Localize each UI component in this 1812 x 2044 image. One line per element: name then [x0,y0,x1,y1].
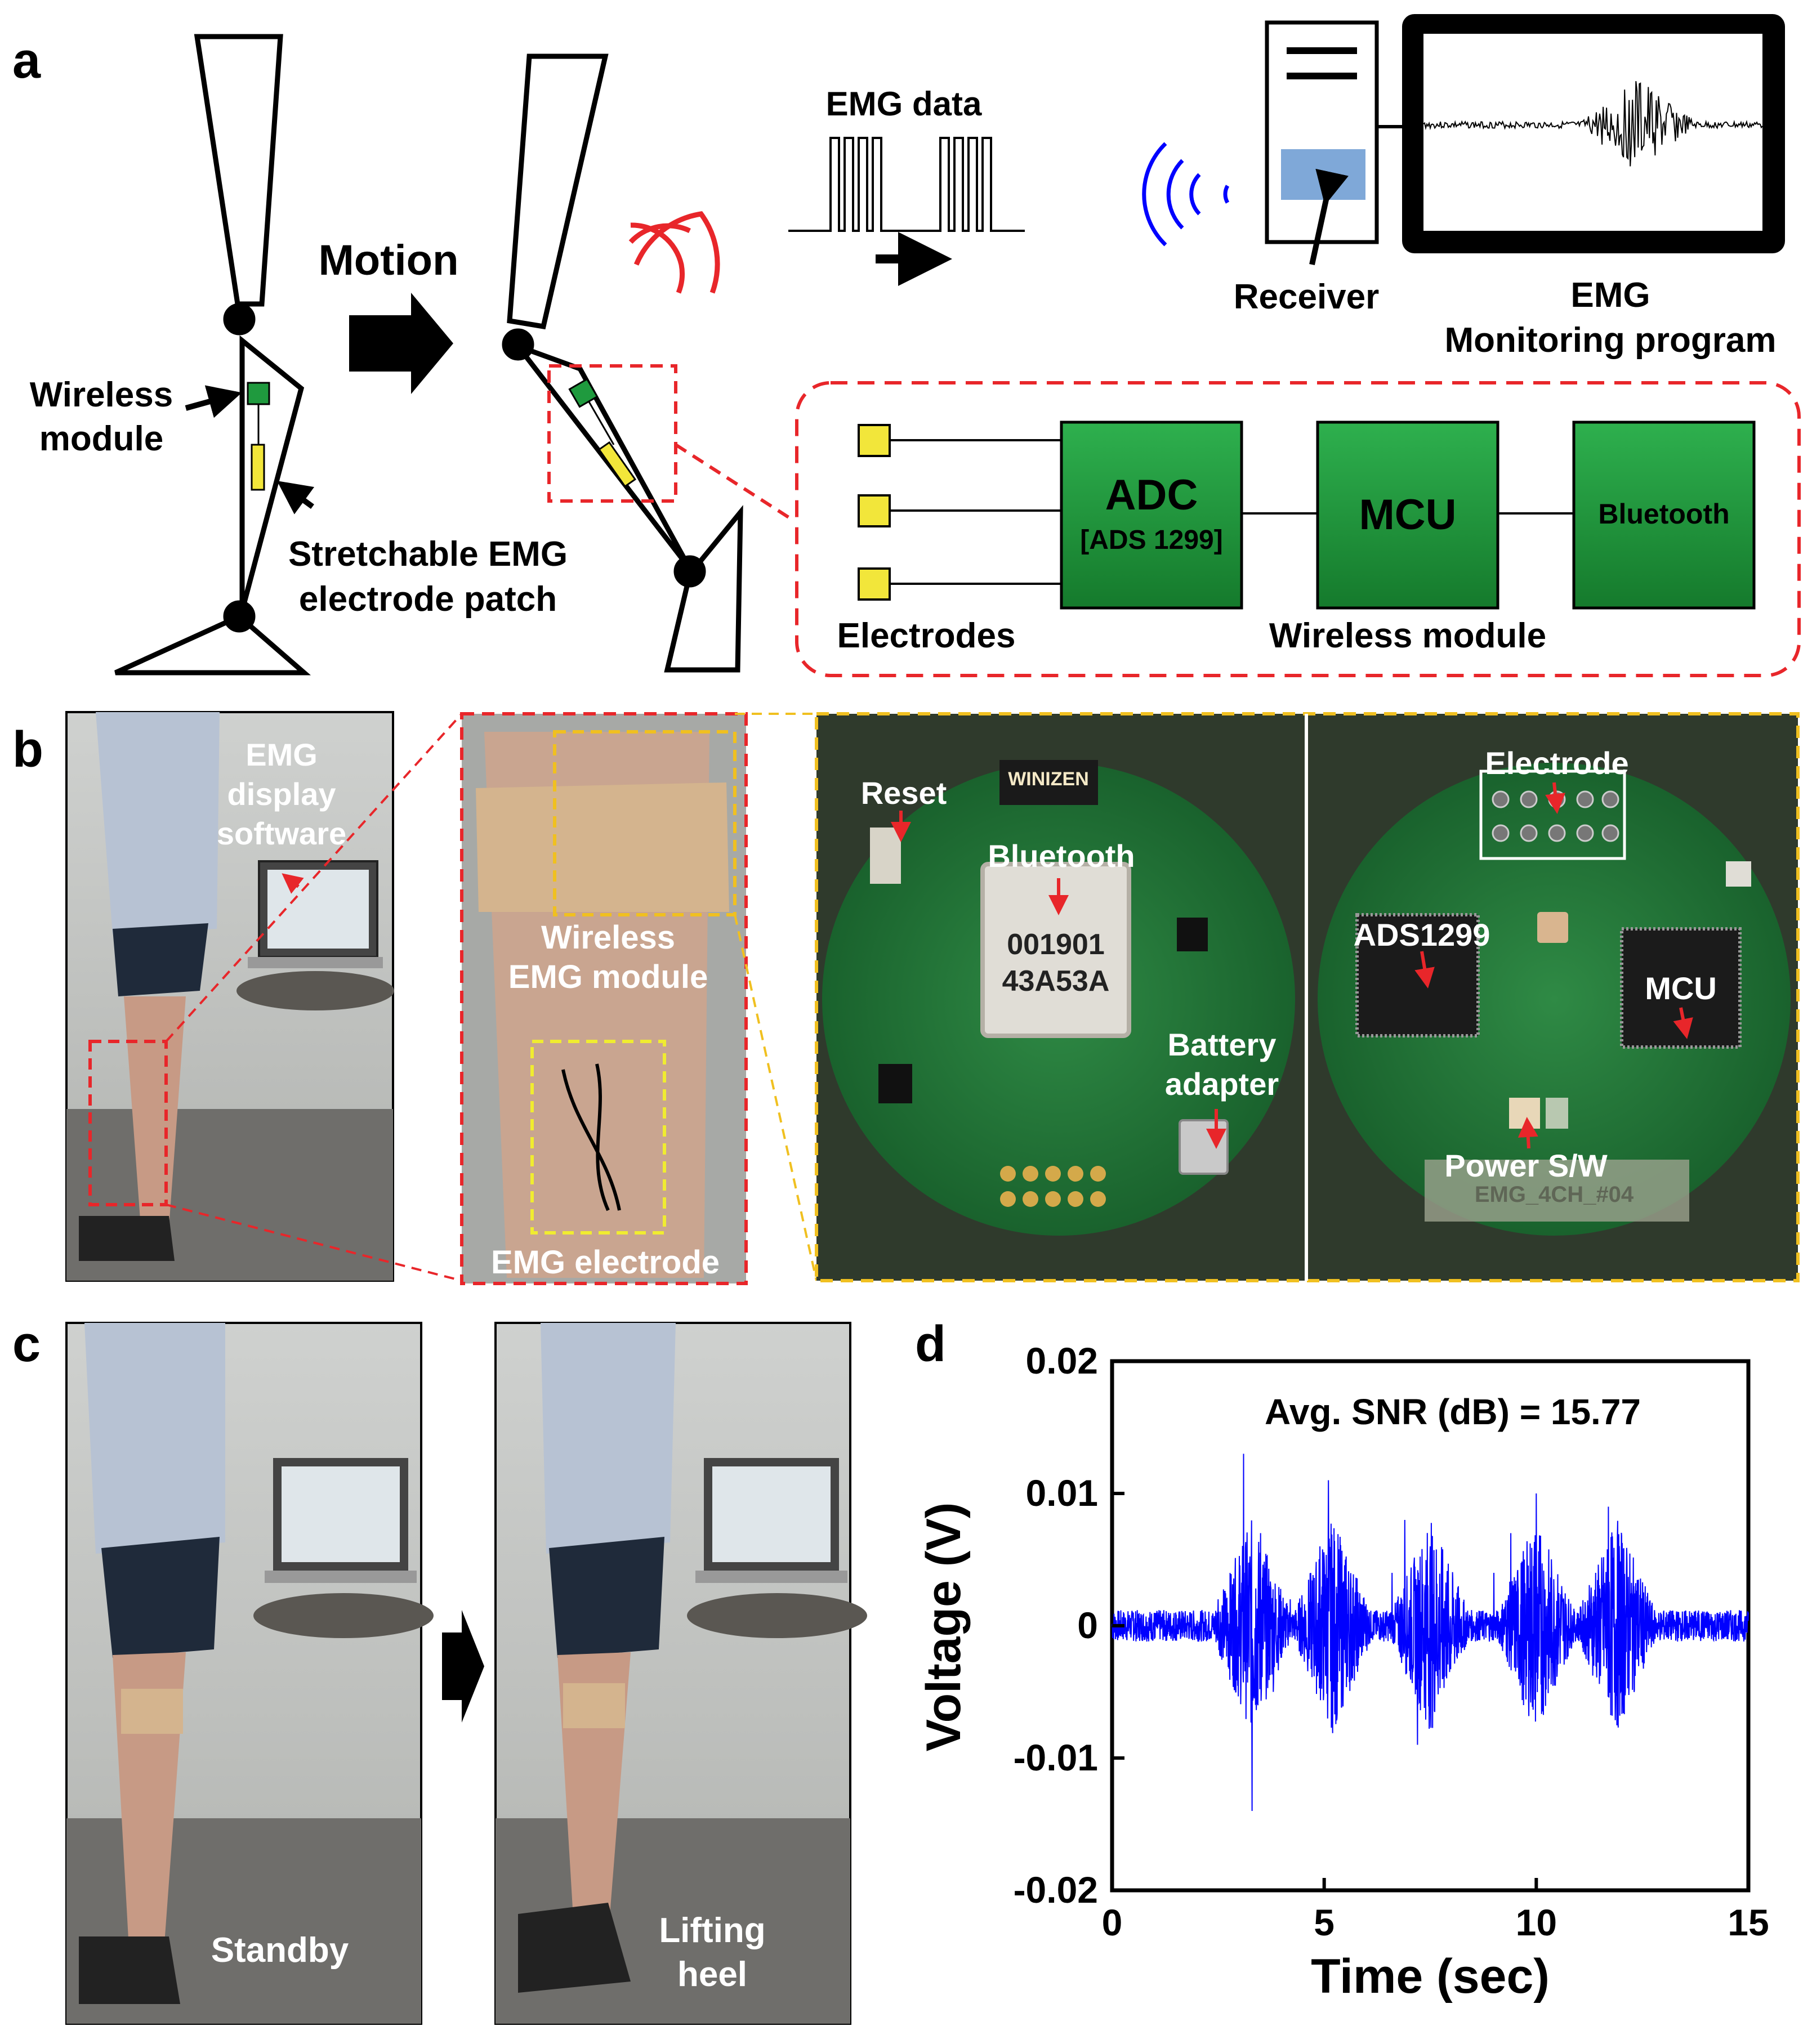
standby-label: Standby [211,1931,349,1970]
x-tick-label: 5 [1314,1902,1335,1943]
panel-label-d: d [915,1316,946,1372]
y-tick-label: 0.02 [1026,1340,1098,1381]
x-tick-label: 0 [1102,1902,1123,1943]
leg-diagram-motion [502,53,743,673]
electrode-pad-1 [858,424,891,457]
monitor-label-line1: EMG [1570,276,1650,315]
wireless-module-arrow [185,385,242,418]
motion-label: Motion [318,236,458,284]
chip-line-1: 001901 [1007,928,1105,961]
bluetooth-photo-label: Bluetooth [988,838,1135,874]
pcb-front: 001901 43A53A WINIZEN [822,760,1295,1236]
electrode-pad-3 [858,567,891,601]
motion-arrow [349,293,453,394]
lifting-label-line1: Lifting [659,1911,765,1950]
pcb-back: EMG_4CH_#04 [1318,763,1791,1236]
wireless-module-label-line2: module [39,419,163,458]
adc-part-label: [ADS 1299] [1080,525,1222,555]
bluetooth-block [1572,421,1756,610]
winizen-logo: WINIZEN [1008,768,1089,790]
bluetooth-chip [980,862,1131,1038]
board-print-label: EMG_4CH_#04 [1475,1182,1634,1207]
monitor-label-line2: Monitoring program [1445,321,1777,360]
leg-diagram-standing [114,34,311,676]
x-tick-label: 10 [1516,1902,1557,1943]
photo-subject-with-laptop [65,711,394,1282]
lifting-label-line2: heel [677,1955,747,1994]
emg-data-label: EMG data [826,85,982,123]
emg-data-pulses [788,137,1025,232]
receiver-label: Receiver [1234,278,1380,316]
receiver-computer [1265,20,1379,266]
electrode-patch-icon [251,444,265,491]
electrode-pad-2 [858,494,891,527]
monitor-emg-trace [1423,81,1763,167]
y-tick-label: 0.01 [1026,1472,1098,1514]
battery-label-line2: adapter [1165,1066,1279,1102]
mcu-photo-label: MCU [1645,970,1717,1006]
emg-series-line [1112,1453,1749,1812]
panel-label-b: b [12,722,43,778]
panel-a: Wireless module Stretchable EMG electrod… [30,14,1801,677]
receiver-dongle [1281,149,1365,200]
power-switch-label: Power S/W [1444,1148,1608,1183]
module-photo-label-line2: EMG module [508,959,708,995]
module-photo-label-line1: Wireless [541,919,675,956]
y-tick-label: -0.01 [1014,1737,1098,1778]
electrode-board-label: Electrode [1485,745,1628,781]
photo-standby [65,1322,434,2025]
y-tick-label: -0.02 [1014,1869,1098,1911]
electrode-photo-label: EMG electrode [491,1244,720,1281]
y-axis-label: Voltage (V) [917,1502,971,1752]
ads1299-chip [1355,913,1480,1037]
x-tick-label: 15 [1728,1902,1769,1943]
mcu-label: MCU [1359,491,1456,539]
bluetooth-label: Bluetooth [1598,498,1729,530]
battery-label-line1: Battery [1168,1027,1277,1062]
wireless-signal-blue [1142,142,1230,247]
panel-label-a: a [12,33,41,89]
adc-label: ADC [1105,471,1198,519]
block-diagram: ADC [ADS 1299] MCU Bluetooth Electrodes … [795,381,1801,677]
electrodes-label: Electrodes [837,616,1015,655]
software-label-line1: EMG [246,737,318,772]
patch-label-line1: Stretchable EMG [288,535,568,574]
snr-annotation: Avg. SNR (dB) = 15.77 [1265,1392,1641,1432]
panel-c: Standby Lifting heel [65,1322,867,2025]
pin-header [1000,1166,1106,1207]
wireless-signal-red [628,211,720,294]
software-label-line3: software [217,816,346,851]
mcu-block [1316,421,1499,610]
patch-arrow [276,481,315,515]
monitor [1402,14,1785,253]
transition-arrow [442,1610,484,1723]
block-diagram-frame [795,381,1801,677]
reset-label: Reset [861,775,947,811]
patch-label-line2: electrode patch [299,580,557,619]
wireless-module-icon [247,382,270,405]
chip-line-2: 43A53A [1002,965,1110,998]
photo-lifting-heel [494,1322,867,2025]
zoom-box-red [547,364,677,503]
y-tick-label: 0 [1077,1604,1098,1646]
x-axis-label: Time (sec) [1311,1949,1550,2003]
photo-leg-closeup [460,712,748,1285]
software-label-line2: display [227,776,336,812]
adc-block [1060,421,1243,610]
wireless-module-label-line1: Wireless [30,375,173,414]
ads1299-label: ADS1299 [1354,917,1490,952]
panel-b: EMG display software Wireless EMG module… [65,711,1800,1285]
wireless-module-block-label: Wireless module [1269,616,1546,655]
panel-d-chart: 0 5 10 15 -0.02 -0.01 0 0.01 0.02 Avg. SNR (dB)… [917,1340,1769,2003]
panel-label-c: c [12,1316,41,1372]
